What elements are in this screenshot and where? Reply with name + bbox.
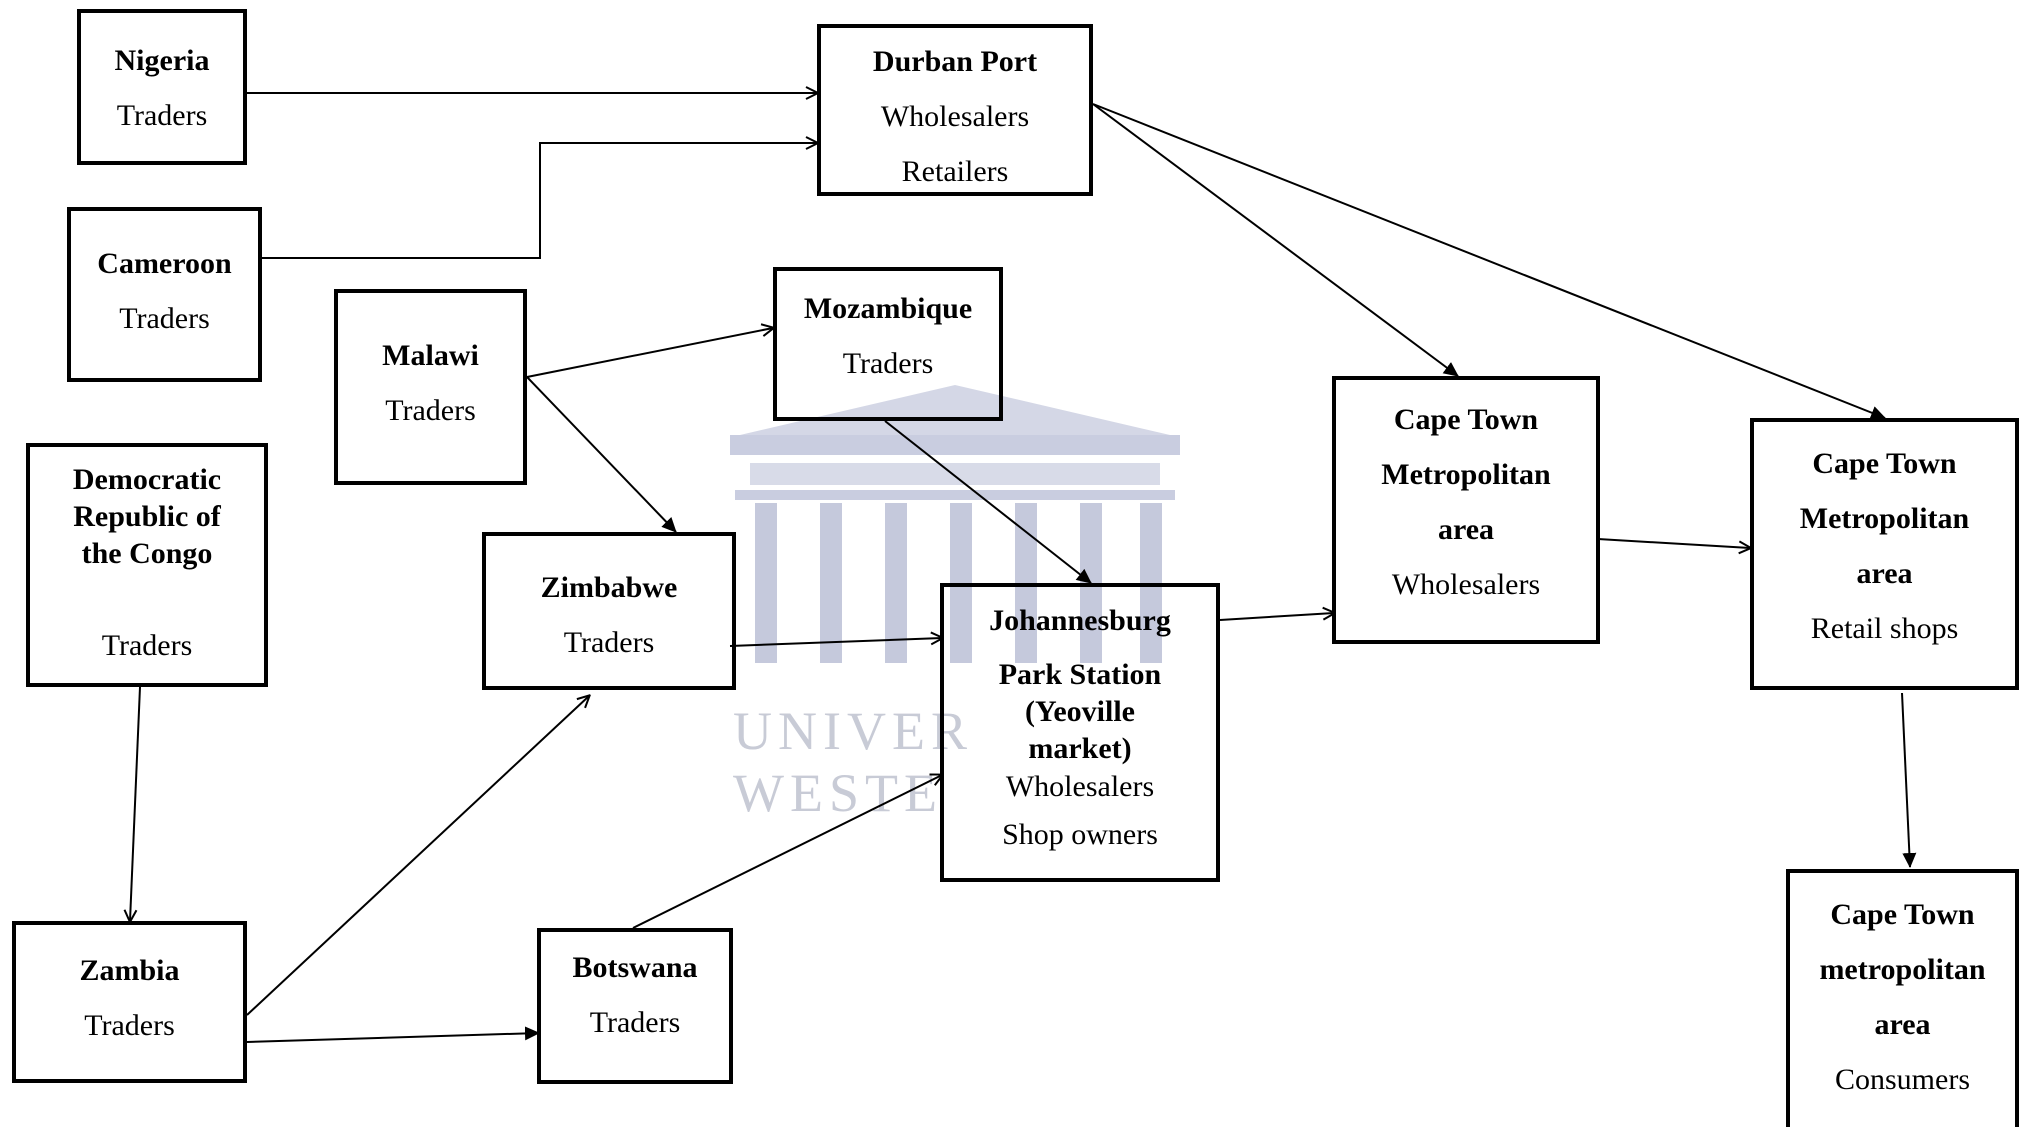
edge-drc-zambia — [130, 686, 141, 921]
edge-mozambique-johannesburg — [884, 420, 1092, 584]
edge-zambia-botswana — [246, 1026, 540, 1043]
node-johannesburg-title-line2: (Yeoville — [1025, 695, 1135, 728]
edge-durban-ct-wholesale — [1092, 103, 1459, 377]
node-ct-wholesalers-title-line3: area — [1437, 513, 1495, 546]
node-ct-consumers: Cape Town metropolitan area Consumers — [1786, 869, 2019, 1127]
node-botswana-title: Botswana — [572, 951, 698, 984]
node-cameroon-title: Cameroon — [97, 247, 232, 280]
node-durban-port: Durban Port Wholesalers Retailers — [817, 24, 1093, 196]
node-durban-title: Durban Port — [872, 45, 1038, 78]
edge-zambia-zimbabwe — [246, 696, 589, 1016]
node-botswana: Botswana Traders — [537, 928, 733, 1084]
node-ct-wholesalers-title-line2: Metropolitan — [1381, 458, 1551, 491]
node-ct-retail-role: Retail shops — [1810, 612, 1959, 645]
edge-johannesburg-ct-wholesale — [1219, 613, 1334, 621]
node-malawi: Malawi Traders — [334, 289, 527, 485]
node-cameroon: Cameroon Traders — [67, 207, 262, 382]
node-johannesburg: Johannesburg Park Station (Yeoville mark… — [940, 583, 1220, 882]
node-ct-consumers-title-line2: metropolitan — [1819, 953, 1986, 986]
node-cameroon-role: Traders — [119, 302, 210, 335]
edge-ct-retail-consumers — [1901, 692, 1917, 868]
node-durban-line1: Wholesalers — [880, 100, 1030, 133]
edge-ct-wholesale-ct-retail — [1597, 538, 1750, 548]
node-drc-title-line2: Republic of — [73, 500, 221, 533]
node-mozambique: Mozambique Traders — [773, 267, 1003, 421]
node-johannesburg-title: Johannesburg — [989, 604, 1171, 637]
node-drc-title-line3: the Congo — [81, 537, 213, 570]
node-nigeria: Nigeria Traders — [77, 9, 247, 165]
node-johannesburg-line1: Wholesalers — [1005, 770, 1155, 803]
edge-malawi-zimbabwe — [526, 376, 677, 533]
node-drc: Democratic Republic of the Congo Traders — [26, 443, 268, 687]
node-drc-title-line1: Democratic — [72, 463, 222, 496]
node-malawi-title: Malawi — [382, 339, 479, 372]
node-ct-consumers-role: Consumers — [1835, 1063, 1970, 1096]
node-johannesburg-title-line3: market) — [1028, 732, 1132, 765]
node-ct-retail-title-line3: area — [1856, 557, 1913, 590]
node-zambia-title: Zambia — [79, 954, 180, 987]
node-zimbabwe: Zimbabwe Traders — [482, 532, 736, 690]
node-mozambique-title: Mozambique — [803, 292, 973, 325]
node-zambia-role: Traders — [84, 1009, 175, 1042]
edge-durban-ct-retail — [1092, 103, 1886, 420]
node-ct-wholesalers: Cape Town Metropolitan area Wholesalers — [1332, 376, 1600, 644]
node-zimbabwe-title: Zimbabwe — [540, 571, 678, 604]
node-durban-line2: Retailers — [901, 155, 1009, 188]
node-ct-consumers-title-line3: area — [1874, 1008, 1931, 1041]
node-ct-consumers-title-line1: Cape Town — [1830, 898, 1975, 931]
node-ct-retail-shops: Cape Town Metropolitan area Retail shops — [1750, 418, 2019, 690]
edge-malawi-mozambique — [526, 328, 773, 378]
node-ct-retail-title-line2: Metropolitan — [1799, 502, 1970, 535]
node-botswana-role: Traders — [589, 1006, 681, 1039]
node-malawi-role: Traders — [385, 394, 476, 427]
node-mozambique-role: Traders — [842, 347, 934, 380]
edge-botswana-johannesburg — [632, 775, 942, 929]
node-ct-wholesalers-title-line1: Cape Town — [1393, 403, 1539, 436]
node-ct-wholesalers-role: Wholesalers — [1391, 568, 1541, 601]
edge-zimbabwe-johannesburg — [729, 638, 942, 647]
edge-cameroon-durban — [262, 143, 817, 259]
node-nigeria-role: Traders — [116, 99, 208, 132]
node-johannesburg-line2: Shop owners — [1002, 818, 1158, 851]
node-zimbabwe-role: Traders — [563, 626, 655, 659]
node-drc-role: Traders — [101, 629, 193, 662]
node-zambia: Zambia Traders — [12, 921, 247, 1083]
node-johannesburg-title-line1: Park Station — [998, 658, 1162, 691]
node-ct-retail-title-line1: Cape Town — [1812, 447, 1957, 480]
node-nigeria-title: Nigeria — [114, 44, 210, 77]
